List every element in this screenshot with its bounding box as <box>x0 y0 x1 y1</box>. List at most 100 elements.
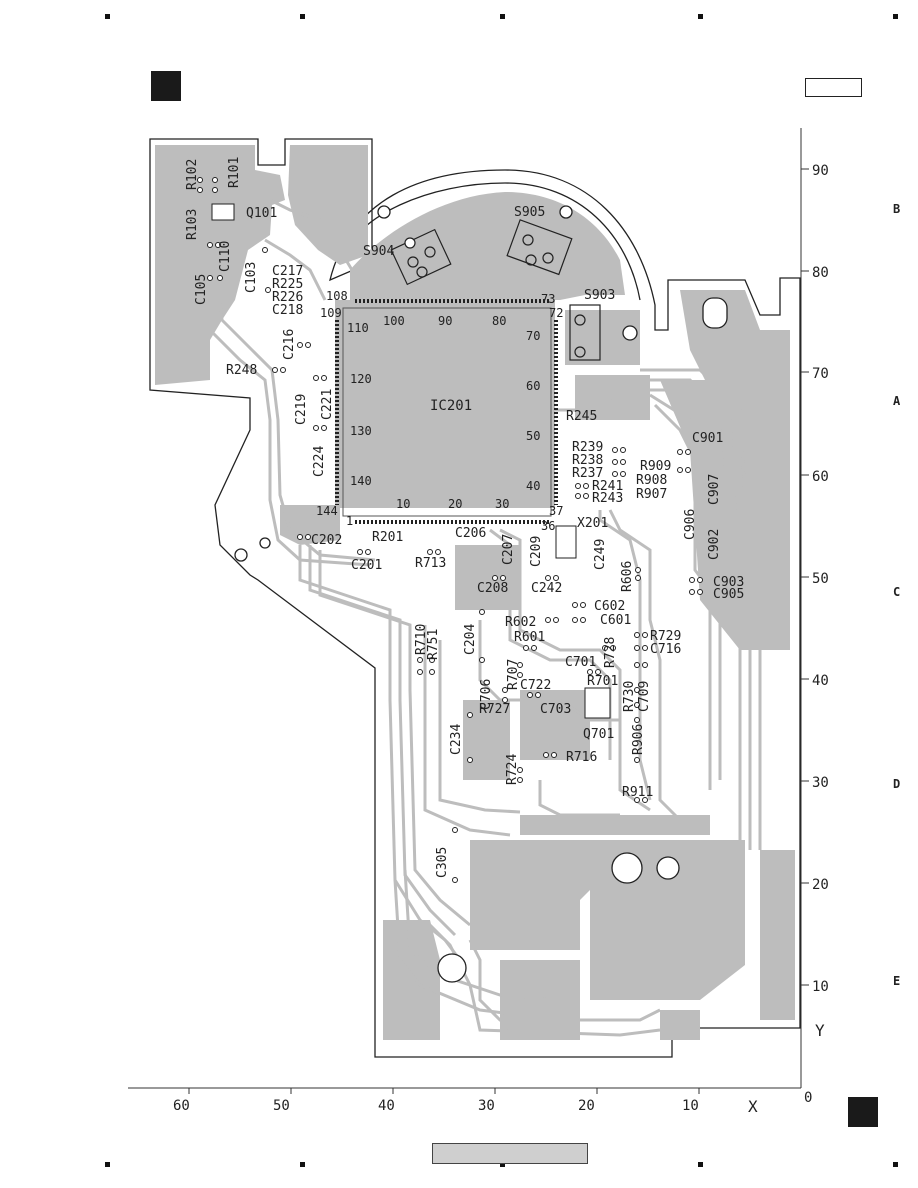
ref-label: R239 <box>572 440 603 455</box>
pin-label: 60 <box>526 379 540 393</box>
coordinate-axes <box>128 128 809 1094</box>
ref-label: C602 <box>594 599 625 614</box>
mounting-hole <box>377 205 391 219</box>
ref-label: C722 <box>520 678 551 693</box>
ref-label: R243 <box>592 491 623 506</box>
ref-label: R225 <box>272 277 303 292</box>
pin-label: 20 <box>448 497 462 511</box>
ref-label: C224 <box>312 446 327 477</box>
ref-label: C709 <box>637 681 652 712</box>
ref-label: C701 <box>565 655 596 670</box>
x201-pad <box>555 525 577 559</box>
switch-cutout <box>339 182 641 301</box>
ref-label: R724 <box>505 754 520 785</box>
ref-label: R710 <box>414 624 429 655</box>
mounting-hole <box>656 856 680 880</box>
side-mark: B <box>893 202 900 216</box>
ref-label: R226 <box>272 290 303 305</box>
pin-label: 73 <box>541 292 555 306</box>
switch-footprints <box>390 219 601 361</box>
pin-label: 109 <box>320 306 342 320</box>
ref-label: R730 <box>622 681 637 712</box>
pin-label: 120 <box>350 372 372 386</box>
ref-label: R707 <box>506 659 521 690</box>
pin-label: 144 <box>316 504 338 518</box>
ref-label: C219 <box>294 394 309 425</box>
y-tick-labels: 90 80 70 60 50 40 30 20 10 <box>812 163 829 995</box>
y-tick-label: 30 <box>812 775 829 791</box>
ref-label: C703 <box>540 702 571 717</box>
side-mark: A <box>893 394 901 408</box>
ref-label: C905 <box>713 587 744 602</box>
switch-labels: S904 S905 S903 <box>363 205 615 303</box>
switch-body <box>569 304 601 361</box>
x-tick-label: 40 <box>378 1098 395 1114</box>
pin-label: 100 <box>383 314 405 328</box>
y-tick-label: 90 <box>812 163 829 179</box>
registration-mark <box>893 14 898 19</box>
ref-label: R713 <box>415 556 446 571</box>
ref-label: C305 <box>435 847 450 878</box>
ref-label: R751 <box>426 629 441 660</box>
ref-label: C234 <box>449 724 464 755</box>
ref-label: R237 <box>572 466 603 481</box>
ref-label: R103 <box>185 209 200 240</box>
ref-label: C217 <box>272 264 303 279</box>
y-tick-label: 50 <box>812 571 829 587</box>
side-mark: D <box>893 777 900 791</box>
section-marker-top <box>151 71 181 101</box>
x-tick-label: 50 <box>273 1098 290 1114</box>
pin-label: 110 <box>347 321 369 335</box>
ref-label: R906 <box>631 724 646 755</box>
ic201-label: IC201 <box>430 398 472 414</box>
pin-label: 1 <box>346 514 353 528</box>
component-labels: R102 R101 Q101 R103 C110 C105 C103 C217 … <box>185 157 744 878</box>
mounting-hole <box>234 548 248 562</box>
ref-label: C209 <box>529 536 544 567</box>
ref-label: R729 <box>650 629 681 644</box>
ref-label: C110 <box>218 241 233 272</box>
x-tick-labels: 60 50 40 30 20 10 <box>173 1098 699 1114</box>
q701-pad <box>584 687 611 719</box>
ref-label: C208 <box>477 581 508 596</box>
mounting-hole <box>559 205 573 219</box>
ref-label: C201 <box>351 558 382 573</box>
ref-label: X201 <box>577 516 608 531</box>
x-tick-label: 60 <box>173 1098 190 1114</box>
ref-label: C206 <box>455 526 486 541</box>
ref-label: R909 <box>640 459 671 474</box>
origin-label: 0 <box>804 1090 812 1106</box>
side-mark: E <box>893 974 900 988</box>
ref-label: C218 <box>272 303 303 318</box>
mounting-slot <box>702 297 728 329</box>
pin-label: 30 <box>495 497 509 511</box>
ref-label: C221 <box>320 389 335 420</box>
registration-mark <box>698 1162 703 1167</box>
footer-box <box>432 1143 588 1164</box>
y-tick-label: 10 <box>812 979 829 995</box>
ic201-outline <box>335 299 558 524</box>
ref-label: R101 <box>227 157 242 188</box>
y-tick-label: 80 <box>812 265 829 281</box>
x-axis-label: X <box>748 1097 758 1116</box>
registration-mark <box>698 14 703 19</box>
switch-label: S905 <box>514 205 545 220</box>
pin-label: 50 <box>526 429 540 443</box>
ref-label: C216 <box>282 329 297 360</box>
ref-label: C716 <box>650 642 681 657</box>
pin-label: 130 <box>350 424 372 438</box>
mounting-hole <box>437 953 467 983</box>
x-tick-label: 10 <box>682 1098 699 1114</box>
ref-label: R728 <box>603 637 618 668</box>
ref-label: R727 <box>479 702 510 717</box>
y-tick-label: 70 <box>812 366 829 382</box>
registration-mark <box>500 14 505 19</box>
ref-label: R102 <box>185 159 200 190</box>
ref-label: C207 <box>501 534 516 565</box>
pin-label: 80 <box>492 314 506 328</box>
ref-label: R238 <box>572 453 603 468</box>
component-pads <box>197 177 703 883</box>
q101-pad <box>211 203 235 221</box>
ref-label: R602 <box>505 615 536 630</box>
